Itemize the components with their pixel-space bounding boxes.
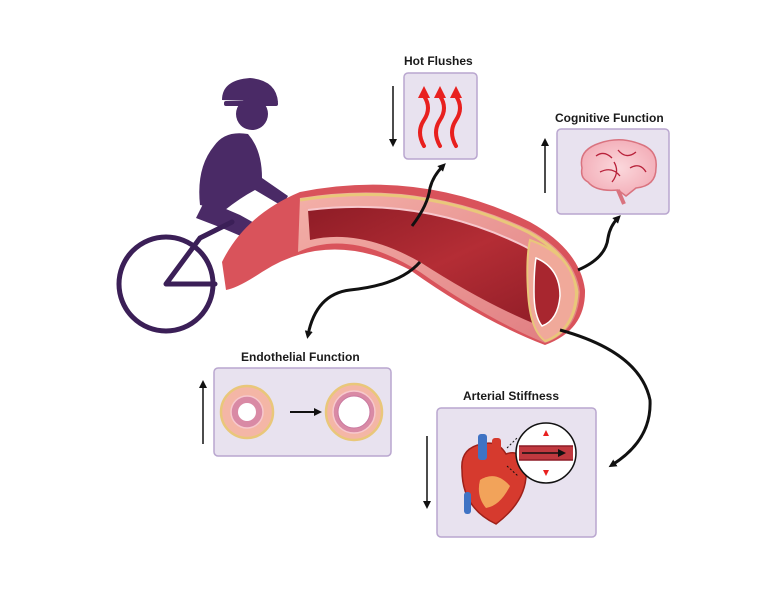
arterial-stiffness-panel	[423, 407, 597, 538]
hot-flushes-panel	[389, 72, 478, 160]
connector-arrows	[304, 163, 652, 468]
arrow-to-hot-flushes	[410, 163, 446, 227]
cyclist-icon	[116, 78, 288, 334]
arrow-to-arterial	[559, 328, 652, 468]
heart-icon	[461, 434, 527, 525]
heat-arrowheads	[418, 86, 462, 98]
endothelial-function-panel	[199, 367, 392, 457]
cognitive-function-title: Cognitive Function	[555, 111, 664, 125]
arrow-to-cognitive	[577, 215, 621, 272]
brain-icon	[580, 139, 657, 205]
cognitive-function-panel	[541, 128, 670, 215]
hot-flushes-title: Hot Flushes	[404, 54, 473, 68]
magnified-artery-icon	[515, 422, 577, 484]
arrow-to-endothelial	[304, 260, 422, 339]
vessel-cross-section-icon	[219, 384, 275, 440]
arterial-stiffness-title: Arterial Stiffness	[463, 389, 560, 403]
heat-waves-icon	[418, 94, 462, 148]
blood-vessel-icon	[222, 184, 586, 345]
vessel-cross-section-improved-icon	[324, 382, 384, 442]
endothelial-function-title: Endothelial Function	[241, 350, 360, 364]
